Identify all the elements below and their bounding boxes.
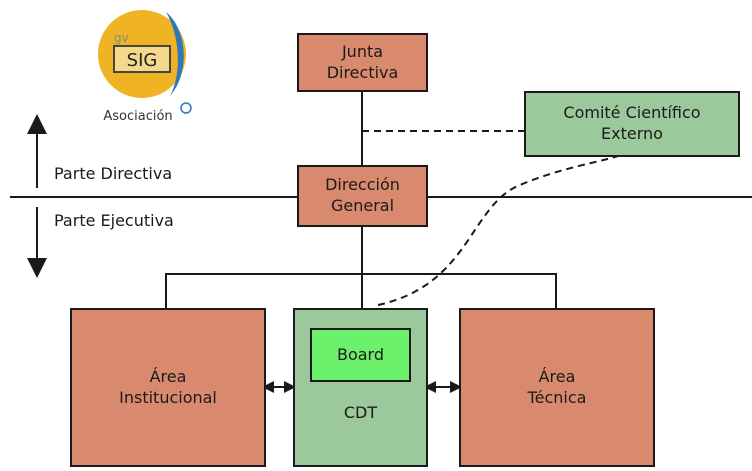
cdt-box: Board CDT <box>293 308 428 467</box>
executive-part-label: Parte Ejecutiva <box>54 211 174 230</box>
area-tecnica-box: Área Técnica <box>459 308 655 467</box>
logo-text: SIG <box>127 50 158 71</box>
gvsig-logo: gv SIG Asociación <box>98 10 192 124</box>
board-box: Board <box>310 328 411 382</box>
comite-dashed-link-curve <box>377 155 619 306</box>
cdt-label: CDT <box>343 403 378 422</box>
logo-small-ring <box>180 102 192 114</box>
junta-directiva-box: Junta Directiva <box>297 33 428 92</box>
logo-prefix: gv <box>114 31 129 45</box>
area-institucional-box: Área Institucional <box>70 308 266 467</box>
directive-part-label: Parte Directiva <box>54 164 173 183</box>
logo-subtitle: Asociación <box>103 109 172 124</box>
comite-cientifico-box: Comité Científico Externo <box>524 91 740 157</box>
logo-text-box <box>113 45 171 73</box>
logo-blue-swoosh <box>166 12 184 96</box>
direccion-general-box: Dirección General <box>297 165 428 227</box>
